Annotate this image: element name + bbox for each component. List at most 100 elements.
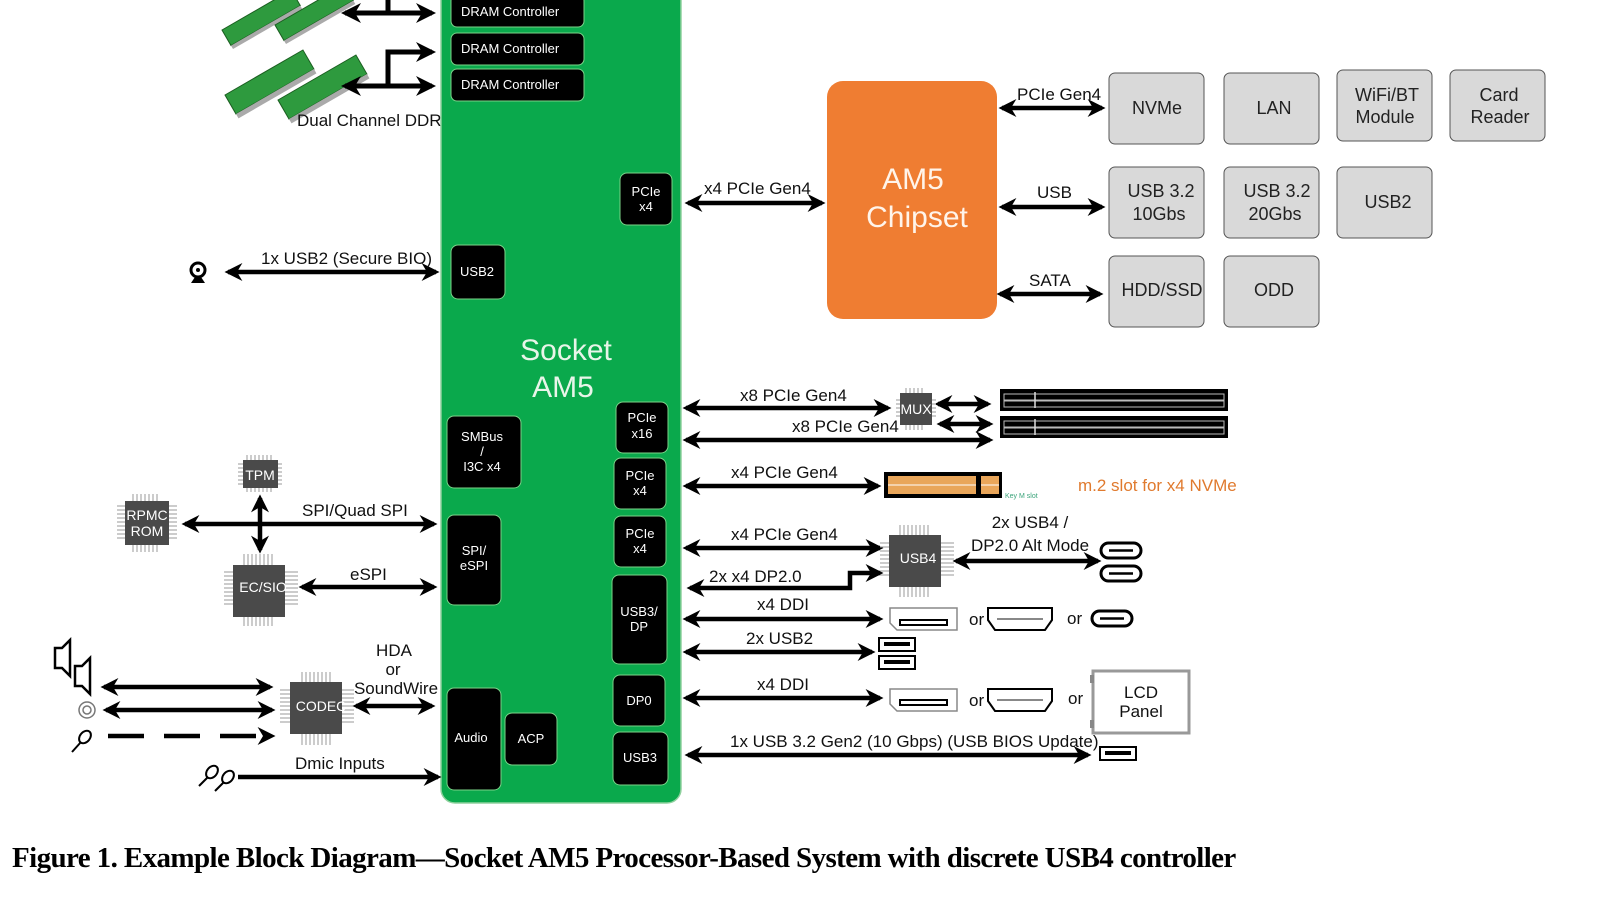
usb-a-ports-icon <box>878 637 916 670</box>
dram-controller-1: DRAM Controller <box>450 0 585 28</box>
or-label-1: or <box>969 610 984 629</box>
audio-arrows <box>100 678 442 786</box>
mux-chip: MUX <box>896 388 936 430</box>
socket-title-line2: AM5 <box>532 371 594 404</box>
svg-text:ROM: ROM <box>131 523 164 539</box>
svg-text:USB2: USB2 <box>1364 192 1411 212</box>
secure-bio-label: 1x USB2 (Secure BIO) <box>261 249 432 268</box>
audio-jack-icon <box>78 701 96 719</box>
device-usb32-10g: USB 3.2 10Gbs <box>1108 166 1205 239</box>
svg-text:PCIe: PCIe <box>626 468 655 483</box>
svg-text:Panel: Panel <box>1119 702 1162 721</box>
block-acp: ACP <box>504 712 558 766</box>
speaker-icon <box>53 636 92 698</box>
ddi-label-1: x4 DDI <box>757 595 809 614</box>
codec-chip: CODEC <box>280 672 354 745</box>
ddi-label-2: x4 DDI <box>757 675 809 694</box>
usb-c-ports-icon <box>1099 541 1143 583</box>
chipset-title-line2: Chipset <box>866 201 968 234</box>
dmic-microphones-icon <box>198 764 235 792</box>
svg-text:USB4: USB4 <box>900 550 937 566</box>
svg-text:MUX: MUX <box>900 401 932 417</box>
bus-usb-label: USB <box>1037 183 1072 202</box>
svg-text:DRAM Controller: DRAM Controller <box>461 41 560 56</box>
bus-sata-label: SATA <box>1029 271 1072 290</box>
svg-text:Card: Card <box>1479 85 1518 105</box>
svg-text:Audio: Audio <box>454 730 487 745</box>
device-usb32-20g: USB 3.2 20Gbs <box>1223 166 1320 239</box>
block-pcie-x4-m2: PCIe x4 <box>613 457 667 510</box>
svg-text:USB 3.2: USB 3.2 <box>1243 181 1310 201</box>
ddr5-modules-icon <box>221 0 370 124</box>
m2-key-label: Key M slot <box>1005 493 1038 500</box>
dram-controller-2: DRAM Controller <box>450 32 585 66</box>
or-label-4: or <box>1068 689 1083 708</box>
tpm-chip: TPM <box>238 455 282 492</box>
figure-caption: Figure 1. Example Block Diagram—Socket A… <box>12 842 1236 874</box>
lcd-panel: LCD Panel <box>1090 669 1191 735</box>
ec-sio-chip: EC/SIO <box>224 554 298 626</box>
x8-pcie-label-b: x8 PCIe Gen4 <box>792 417 899 436</box>
hda-label-line2: or <box>385 660 400 679</box>
device-odd: ODD <box>1223 255 1320 328</box>
chipset-link-arrows <box>684 99 1106 303</box>
dmic-label: Dmic Inputs <box>295 754 385 773</box>
ddr5-label: Dual Channel DDR5 <box>297 111 451 130</box>
usb-c-port-icon <box>1090 609 1134 628</box>
block-usb2: USB2 <box>450 244 506 300</box>
usb32-bios-label: 1x USB 3.2 Gen2 (10 Gbps) (USB BIOS Upda… <box>730 732 1099 751</box>
chipset-title-line1: AM5 <box>882 163 944 196</box>
device-hdd-ssd: HDD/SSD <box>1108 255 1205 328</box>
svg-text:TPM: TPM <box>245 467 275 483</box>
device-wifi-bt: WiFi/BT Module <box>1336 69 1433 142</box>
svg-text:USB 3.2: USB 3.2 <box>1127 181 1194 201</box>
displayport-icon-2 <box>889 688 958 712</box>
svg-text:Reader: Reader <box>1470 107 1529 127</box>
right-link-arrows <box>682 395 1102 764</box>
svg-text:WiFi/BT: WiFi/BT <box>1355 85 1419 105</box>
block-smbus-i3c: SMBus / I3C x4 <box>446 415 522 489</box>
x4-pcie-usb4-label: x4 PCIe Gen4 <box>731 525 838 544</box>
svg-text:Module: Module <box>1355 107 1414 127</box>
espi-label: eSPI <box>350 565 387 584</box>
svg-text:10Gbs: 10Gbs <box>1132 204 1185 224</box>
usb4-out-label-line1: 2x USB4 / <box>992 513 1069 532</box>
svg-text:EC/SIO: EC/SIO <box>239 579 287 595</box>
hda-label-line3: SoundWire <box>354 679 438 698</box>
device-lan: LAN <box>1223 72 1320 145</box>
chipset-link-label: x4 PCIe Gen4 <box>704 179 811 198</box>
svg-text:x4: x4 <box>639 199 653 214</box>
block-pcie-chipset-x4: PCIe x4 <box>619 172 673 226</box>
svg-text:USB3: USB3 <box>623 750 657 765</box>
svg-text:USB2: USB2 <box>460 264 494 279</box>
dp20-label: 2x x4 DP2.0 <box>709 567 802 586</box>
svg-text:DRAM Controller: DRAM Controller <box>461 77 560 92</box>
block-usb3: USB3 <box>612 731 669 786</box>
block-dp0: DP0 <box>612 674 666 727</box>
pcie-slot-2-icon <box>1000 416 1228 438</box>
x8-pcie-label-a: x8 PCIe Gen4 <box>740 386 847 405</box>
svg-text:USB3/: USB3/ <box>620 604 658 619</box>
m2-label: m.2 slot for x4 NVMe <box>1078 476 1237 495</box>
hda-label-line1: HDA <box>376 641 413 660</box>
displayport-icon-1 <box>889 607 958 631</box>
webcam-icon <box>189 261 207 283</box>
device-usb2: USB2 <box>1336 166 1433 239</box>
svg-text:PCIe: PCIe <box>626 526 655 541</box>
x4-pcie-m2-label: x4 PCIe Gen4 <box>731 463 838 482</box>
svg-text:x16: x16 <box>632 426 653 441</box>
block-pcie-x4-usb4: PCIe x4 <box>613 515 667 568</box>
hdmi-icon-1 <box>987 607 1053 631</box>
svg-text:ACP: ACP <box>518 731 545 746</box>
usb2x-label: 2x USB2 <box>746 629 813 648</box>
block-spi-espi: SPI/ eSPI <box>446 514 502 606</box>
svg-text:PCIe: PCIe <box>632 184 661 199</box>
pcie-slot-1-icon <box>1000 389 1228 411</box>
bus-pcie-label: PCIe Gen4 <box>1017 85 1101 104</box>
block-usb3-dp: USB3/ DP <box>611 574 668 665</box>
block-audio: Audio <box>446 687 502 791</box>
svg-text:NVMe: NVMe <box>1132 98 1182 118</box>
svg-text:RPMC: RPMC <box>126 507 167 523</box>
svg-text:I3C x4: I3C x4 <box>463 459 501 474</box>
usb4-out-label-line2: DP2.0 Alt Mode <box>971 536 1089 555</box>
